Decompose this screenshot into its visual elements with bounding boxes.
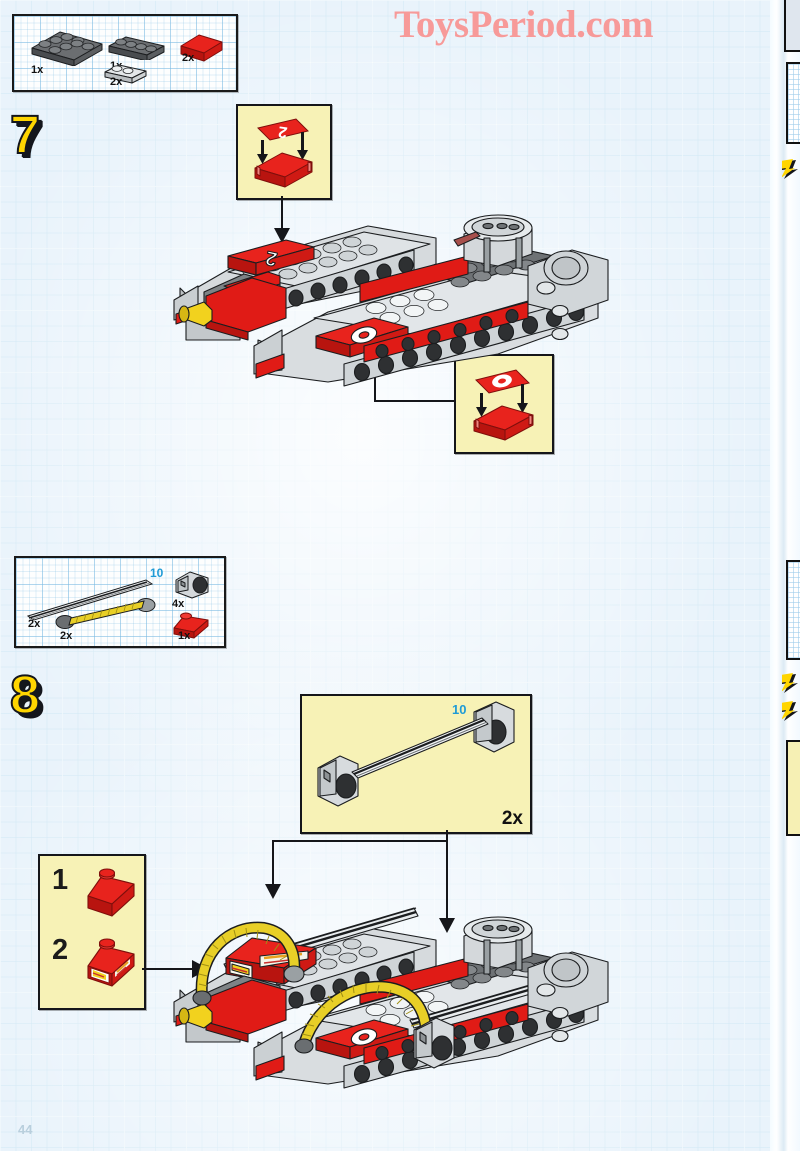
- part-tile-2x2-red: [177, 28, 227, 69]
- sequence-number-1: 1: [52, 864, 69, 896]
- arrow-subassembly-left: [265, 884, 281, 899]
- sequence-number-2: 2: [52, 934, 69, 966]
- sliver-step-number-1: [779, 158, 800, 180]
- part-slope-brick-red: [168, 606, 218, 645]
- callout-axle-label: 10: [452, 702, 467, 717]
- watermark-toysperiod: ToysPeriod.com: [394, 3, 654, 46]
- sliver-parts-box-2: [786, 560, 800, 660]
- subassembly-callout-axle: 10 2x: [300, 694, 532, 834]
- leader-line-subassembly-right: [446, 840, 448, 920]
- part-qty-connector: 4x: [172, 598, 185, 610]
- part-label-axle-10: 10: [150, 566, 164, 580]
- leader-line-sticker-sequence: [142, 968, 194, 970]
- svg-text:2: 2: [264, 246, 279, 270]
- part-plate-2x4-dark-grey: [28, 26, 106, 71]
- parts-box-step-7: 1x 1x: [12, 14, 238, 92]
- part-qty-axle-10: 2x: [28, 618, 41, 630]
- leader-line-callout-o-horizontal: [374, 400, 456, 402]
- part-qty-plate-2x4: 1x: [31, 64, 44, 76]
- part-qty-tile-2x2: 2x: [182, 52, 195, 64]
- sticker-callout-2: 2: [236, 104, 332, 200]
- sticker-sequence-callout: 1 2: [38, 854, 146, 1010]
- callout-quantity-2x: 2x: [501, 808, 523, 829]
- part-flex-hose-yellow: [54, 596, 158, 635]
- page-number: 44: [18, 1122, 33, 1137]
- part-axle-10: [24, 572, 156, 629]
- step-number-8: 8: [9, 665, 41, 725]
- parts-box-step-8: 10 2x 2x 4x: [14, 556, 226, 648]
- facing-page-sliver: [770, 0, 800, 1151]
- sliver-step-number-3: [779, 700, 800, 722]
- sliver-step-number-2: [779, 672, 800, 694]
- slope-brick-plain-red: [82, 864, 140, 923]
- slope-brick-with-sticker: [82, 932, 140, 995]
- part-qty-flex-hose: 2x: [60, 630, 73, 642]
- leader-line-subassembly-left: [272, 840, 274, 888]
- sliver-parts-box-1: [786, 62, 800, 144]
- part-qty-slope-red: 1x: [178, 630, 191, 642]
- leader-line-subassembly-horizontal: [272, 840, 447, 842]
- sliver-image-box: [784, 0, 800, 52]
- leader-line-callout-2: [281, 196, 283, 231]
- part-qty-plate-1x2: 2x: [110, 76, 123, 88]
- leader-line-subassembly-right-stub: [446, 830, 448, 840]
- model-illustration-step-7: 2: [168, 168, 620, 398]
- svg-text:2: 2: [277, 122, 288, 140]
- sliver-callout-box: [786, 740, 800, 836]
- part-plate-1x4-dark-grey: [106, 28, 168, 65]
- part-connector-peg-grey: [168, 568, 216, 607]
- sticker-callout-o: [454, 354, 554, 454]
- model-illustration-step-8: [168, 868, 620, 1096]
- part-plate-1x2-light-grey: [102, 56, 152, 89]
- arrow-subassembly-right: [439, 918, 455, 933]
- arrow-callout-2: [274, 228, 290, 243]
- step-number-7: 7: [9, 105, 41, 165]
